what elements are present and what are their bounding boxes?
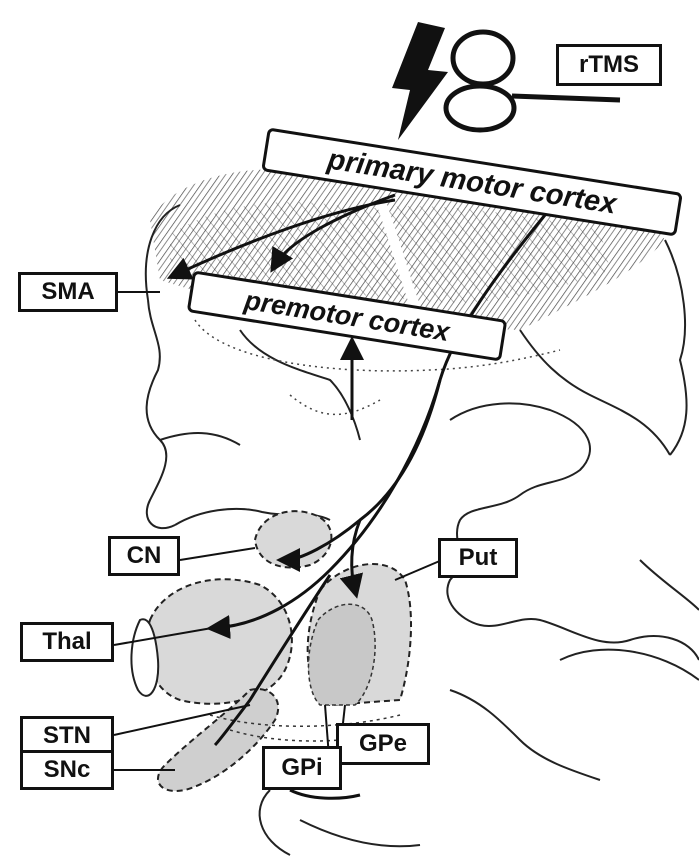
cn-label: CN — [108, 536, 180, 576]
globus-pallidus-region — [308, 604, 375, 705]
lightning-bolt-icon — [392, 22, 448, 140]
snc-label: SNc — [20, 750, 114, 790]
gpi-label: GPi — [262, 746, 342, 790]
put-label: Put — [438, 538, 518, 578]
rtms-label: rTMS — [556, 44, 662, 86]
thal-label: Thal — [20, 622, 114, 662]
sma-label: SMA — [18, 272, 118, 312]
thalamus-region — [146, 579, 292, 704]
gpe-label: GPe — [336, 723, 430, 765]
